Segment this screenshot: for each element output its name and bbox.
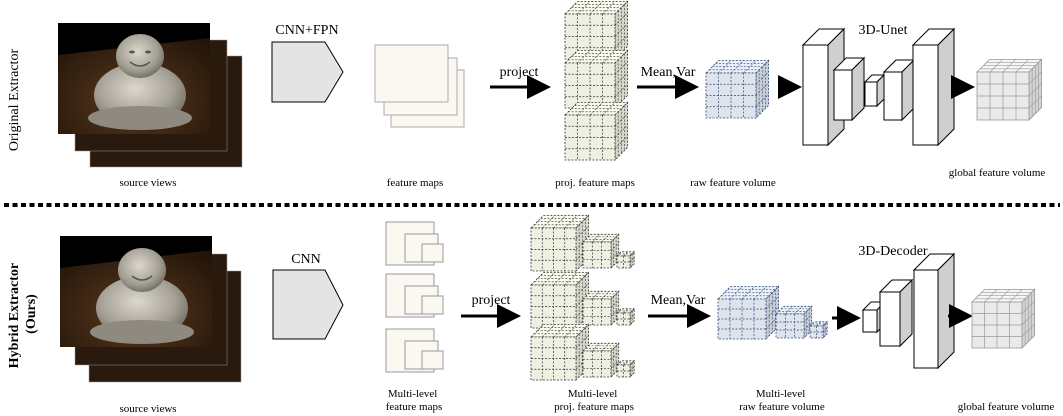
encoder-block	[271, 41, 344, 103]
proj-feature-cube-medium	[582, 233, 620, 269]
proj-feature-volumes	[564, 0, 629, 161]
proj-feature-maps-caption: proj. feature maps	[555, 177, 635, 189]
global-feature-volume-caption: global feature volume	[949, 167, 1046, 179]
global-feature-volume	[971, 288, 1036, 349]
multi-level-feature-maps-caption: Multi-level feature maps	[386, 388, 443, 413]
mean-var-label: Mean,Var	[641, 65, 696, 80]
source-views-stack	[58, 23, 243, 168]
unet-encoder-block-2	[832, 56, 866, 122]
proj-feature-cube	[564, 0, 629, 60]
multi-level-feature-maps	[385, 221, 444, 373]
global-feature-volume	[976, 58, 1043, 121]
global-feature-cube	[971, 288, 1036, 349]
encoder-label: CNN+FPN	[275, 23, 338, 38]
feature-map-group	[385, 328, 444, 373]
proj-feature-cube-small	[616, 359, 636, 378]
source-photo	[60, 236, 212, 347]
proj-feature-cube-medium	[582, 290, 620, 326]
side-label-hybrid: Hybrid Extractor (Ours)	[7, 260, 39, 369]
project-label: project	[500, 65, 539, 80]
source-views-stack	[60, 236, 242, 383]
proj-feature-cube-medium	[582, 342, 620, 378]
decoder-label: 3D-Decoder	[858, 244, 928, 259]
global-feature-volume-caption: global feature volume	[958, 401, 1055, 413]
side-label-line: (Ours)	[24, 294, 39, 334]
decoder-block-3	[912, 252, 956, 370]
proj-feature-cube-large	[530, 271, 590, 329]
proj-feature-cube	[564, 101, 629, 161]
unet-decoder-block-2	[911, 27, 956, 147]
side-label-line: Hybrid Extractor	[7, 263, 22, 368]
source-photo	[58, 23, 210, 134]
decoder-blocks	[861, 252, 956, 370]
encoder-label: CNN	[291, 252, 321, 267]
mean-var-label: Mean,Var	[651, 293, 706, 308]
raw-feature-volume-caption: raw feature volume	[690, 177, 776, 189]
proj-feature-cube-small	[616, 250, 636, 269]
source-views-caption: source views	[119, 177, 176, 189]
feature-maps-stack	[374, 44, 465, 128]
multi-level-raw-feature-volume-caption: Multi-level raw feature volume	[739, 388, 825, 413]
raw-feature-volume	[705, 59, 770, 119]
global-feature-cube	[976, 58, 1043, 121]
multi-level-proj-feature-maps-caption: Multi-level proj. feature maps	[554, 388, 634, 413]
proj-feature-cube-small	[616, 307, 636, 326]
decoder-block-2	[878, 278, 914, 348]
row-original: Original Extractor source views CNN+FPN	[7, 0, 1046, 189]
raw-feature-cube-medium	[775, 305, 813, 339]
unet-decoder-block-1	[882, 58, 916, 122]
unet-bottleneck-block	[863, 73, 886, 108]
raw-feature-cube-large	[717, 285, 780, 340]
encoder-block	[272, 269, 344, 340]
row-hybrid: Hybrid Extractor (Ours) source views CNN…	[7, 214, 1055, 415]
raw-feature-cube	[705, 59, 770, 119]
proj-feature-cube-large	[530, 323, 590, 381]
raw-feature-cube-small	[809, 320, 829, 339]
source-views-caption: source views	[119, 403, 176, 415]
proj-feature-cube	[564, 49, 629, 109]
multi-level-raw-feature-volume	[717, 285, 829, 340]
unet-label: 3D-Unet	[859, 23, 908, 38]
side-label-line: Original Extractor	[7, 49, 22, 152]
proj-feature-cube-large	[530, 214, 590, 272]
project-label: project	[472, 293, 511, 308]
multi-level-proj-feature-volumes	[530, 214, 636, 381]
feature-maps-caption: feature maps	[387, 177, 444, 189]
unet-blocks	[801, 27, 956, 147]
side-label-original: Original Extractor	[7, 49, 22, 152]
feature-map-group	[385, 273, 444, 318]
feature-map-group	[385, 221, 444, 266]
